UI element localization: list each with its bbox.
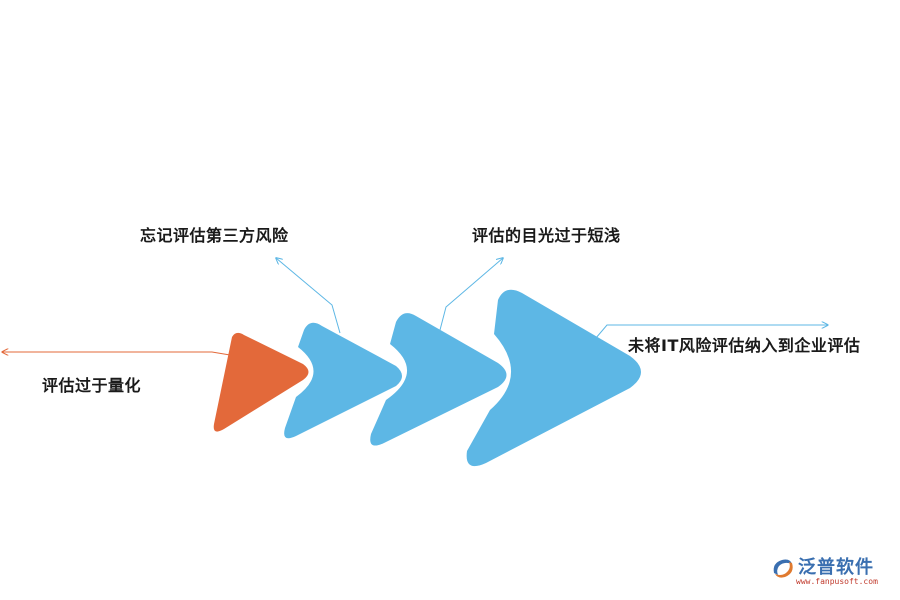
label-it-risk-not-included: 未将IT风险评估纳入到企业评估 (628, 336, 861, 355)
label-over-quantified: 评估过于量化 (42, 376, 142, 395)
brand-logo: 泛普软件 www.fanpusoft.com (770, 553, 896, 595)
connector-line-2 (276, 258, 341, 334)
label-third-party-risk: 忘记评估第三方风险 (140, 226, 289, 245)
logo-url: www.fanpusoft.com (796, 577, 878, 586)
chevron-shape-2 (284, 322, 402, 439)
logo-mark-icon (773, 559, 793, 578)
chevron-shape-1 (213, 332, 309, 432)
connector-line-3 (439, 258, 503, 331)
connector-line-1 (2, 352, 231, 355)
logo-name: 泛普软件 (798, 557, 874, 578)
chevron-shape-3 (370, 313, 507, 446)
chevron-shape-4 (466, 289, 641, 467)
label-short-sighted: 评估的目光过于短浅 (472, 226, 621, 245)
